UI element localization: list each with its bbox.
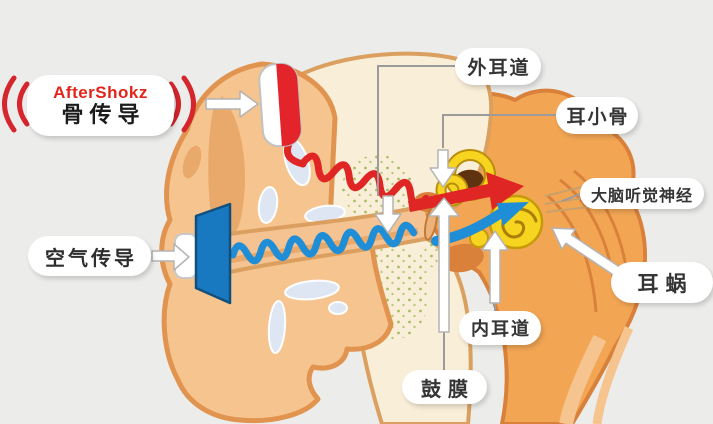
- cochlea-text: 耳蜗: [637, 272, 694, 296]
- bone-conduction-arrow: [408, 172, 524, 212]
- label-eardrum: 鼓膜: [402, 370, 487, 404]
- cochlea-pointer-arrow: [551, 227, 622, 277]
- speaker-pointer-arrow: [151, 243, 190, 271]
- bone-conduction-text: 骨传导: [61, 101, 146, 127]
- ear-canal-pointer-arrow: [374, 195, 402, 234]
- bone-conduction-device: [258, 62, 302, 148]
- label-internal-auditory-canal: 内耳道: [459, 311, 541, 345]
- air-conduction-speaker: [174, 202, 232, 305]
- pointer-arrows: [151, 90, 622, 333]
- label-cochlea: 耳蜗: [611, 262, 713, 303]
- ossicles-pointer-arrow: [429, 149, 457, 188]
- blue-sound-wave: [229, 221, 418, 265]
- internal-canal-pointer-arrow: [481, 230, 509, 304]
- bone-device-pointer-arrow: [205, 90, 259, 118]
- internal-auditory-canal-text: 内耳道: [471, 319, 531, 339]
- label-auditory-nerve: 大脑听觉神经: [580, 178, 704, 209]
- label-ossicles: 耳小骨: [556, 97, 638, 134]
- air-conduction-text: 空气传导: [45, 247, 137, 270]
- sound-arcs-right: [168, 75, 196, 133]
- label-bone-conduction: AfterShokz 骨传导: [27, 75, 174, 136]
- label-air-conduction: 空气传导: [28, 236, 151, 276]
- sound-arcs-left: [2, 75, 30, 133]
- brand-text: AfterShokz: [53, 83, 148, 103]
- ear-canal-text: 外耳道: [467, 58, 531, 79]
- auditory-nerve-text: 大脑听觉神经: [590, 187, 693, 205]
- connector-lines: [377, 65, 581, 370]
- ossicles-text: 耳小骨: [566, 107, 630, 128]
- eardrum-pointer-arrow: [428, 197, 460, 333]
- eardrum-text: 鼓膜: [421, 378, 475, 401]
- label-ear-canal: 外耳道: [455, 48, 541, 85]
